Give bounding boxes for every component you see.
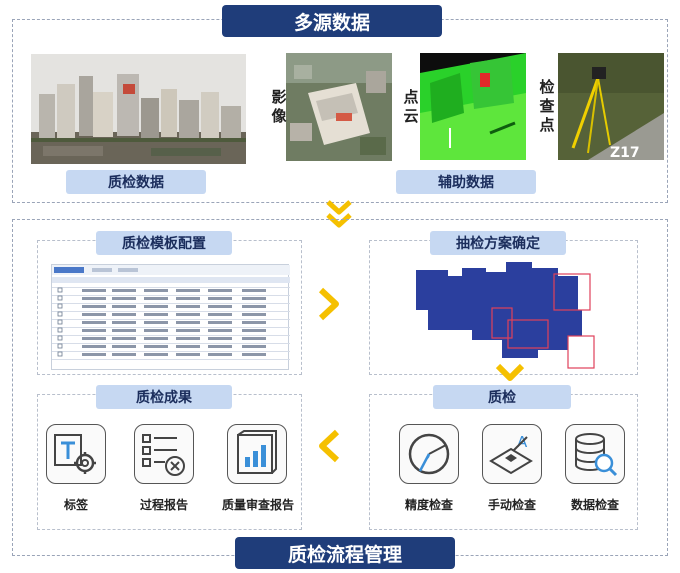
multi-source-data-title: 多源数据 xyxy=(222,5,442,37)
qc-results-title: 质检成果 xyxy=(96,385,232,409)
city-model-image xyxy=(31,54,246,164)
qc-process-title: 质检流程管理 xyxy=(235,537,455,569)
check-label-data: 数据检查 xyxy=(570,498,619,512)
flow-right-arrow-icon xyxy=(318,287,339,321)
template-config-title: 质检模板配置 xyxy=(96,231,232,255)
sampling-block-map xyxy=(408,258,608,373)
result-label-tag: 标签 xyxy=(63,498,88,512)
flow-down-small-arrow-icon xyxy=(495,363,525,381)
sampling-plan-title: 抽检方案确定 xyxy=(430,231,566,255)
template-table-thumbnail xyxy=(51,264,290,370)
aux-data-pill: 辅助数据 xyxy=(396,170,536,194)
qc-data-pill: 质检数据 xyxy=(66,170,206,194)
result-label-quality-report: 质量审查报告 xyxy=(221,498,294,512)
tag-gear-icon xyxy=(46,424,106,484)
flow-down-arrow-icon xyxy=(326,200,352,228)
checkpoint-photo: Z17 xyxy=(558,53,664,160)
bar-chart-report-icon xyxy=(227,424,287,484)
check-label-precision: 精度检查 xyxy=(404,498,453,512)
result-label-process-report: 过程报告 xyxy=(139,498,188,512)
check-label-manual: 手动检查 xyxy=(487,498,536,512)
imagery-photo xyxy=(286,53,392,161)
checklist-report-icon xyxy=(134,424,194,484)
database-search-icon xyxy=(565,424,625,484)
point-cloud-label: 点云 xyxy=(403,88,419,125)
manual-edit-icon: A xyxy=(482,424,542,484)
imagery-label: 影像 xyxy=(271,88,287,125)
flow-left-arrow-icon xyxy=(319,429,340,463)
checkpoint-label: 检查点 xyxy=(539,78,555,134)
svg-text:Z17: Z17 xyxy=(610,145,640,160)
point-cloud-image xyxy=(420,53,526,160)
precision-circle-icon xyxy=(399,424,459,484)
qc-title: 质检 xyxy=(433,385,571,409)
